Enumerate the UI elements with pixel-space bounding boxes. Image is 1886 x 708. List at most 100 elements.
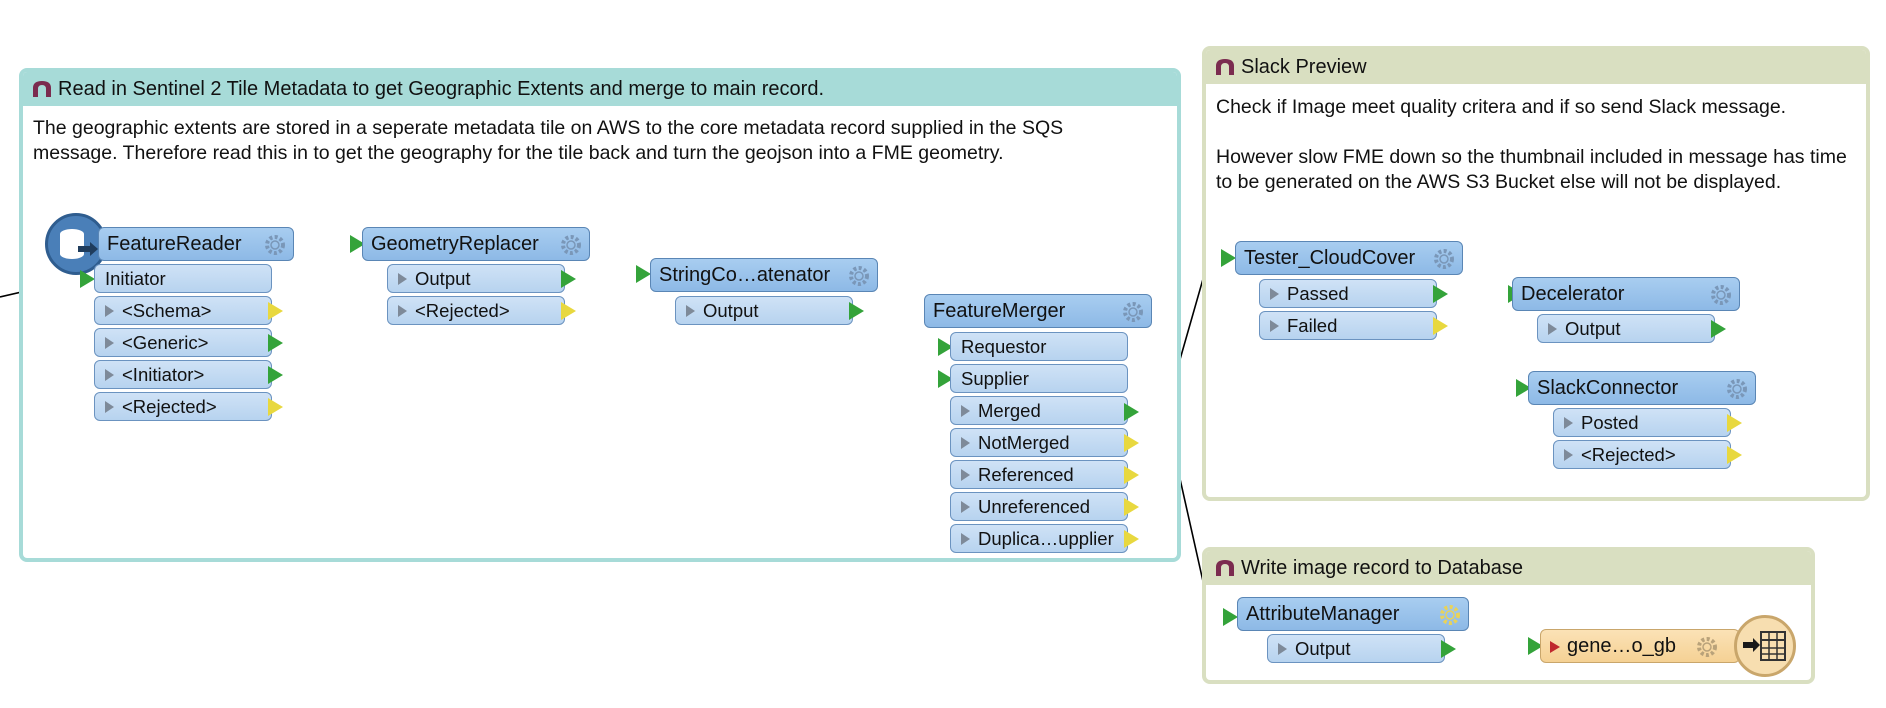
port-label: Output — [415, 267, 471, 289]
input-port[interactable] — [938, 370, 953, 388]
expand-triangle-icon[interactable] — [961, 500, 970, 513]
transformer-name: AttributeManager — [1246, 602, 1400, 625]
featurereader-transformer[interactable]: FeatureReader — [98, 227, 294, 261]
input-port-initiator[interactable]: Initiator — [94, 264, 272, 293]
gear-icon[interactable] — [1121, 300, 1145, 324]
expand-triangle-icon[interactable] — [961, 532, 970, 545]
output-port-output[interactable]: Output — [1267, 634, 1445, 663]
geometryreplacer-transformer[interactable]: GeometryReplacer — [362, 227, 590, 261]
input-port[interactable] — [1528, 637, 1543, 655]
input-port[interactable] — [1221, 249, 1236, 267]
output-port-marker[interactable] — [1124, 466, 1139, 484]
featuremerger-transformer[interactable]: FeatureMerger — [924, 294, 1152, 328]
gear-icon[interactable] — [1432, 247, 1456, 271]
output-port-marker[interactable] — [561, 270, 576, 288]
gear-icon[interactable] — [559, 233, 583, 257]
expand-triangle-icon[interactable] — [961, 468, 970, 481]
port-label: <Rejected> — [415, 299, 510, 321]
expand-triangle-icon[interactable] — [398, 304, 407, 317]
input-port[interactable] — [636, 265, 651, 283]
expand-triangle-icon[interactable] — [1278, 642, 1287, 655]
output-port-merged[interactable]: Merged — [950, 396, 1128, 425]
output-port-duplicate-supplier[interactable]: Duplica…upplier — [950, 524, 1128, 553]
output-port-marker[interactable] — [1433, 317, 1448, 335]
output-port-marker[interactable] — [1124, 434, 1139, 452]
output-port-rejected[interactable]: <Rejected> — [387, 296, 565, 325]
tester-cloudcover-transformer[interactable]: Tester_CloudCover — [1235, 241, 1463, 275]
stringconcatenator-transformer[interactable]: StringCo…atenator — [650, 258, 878, 292]
output-port-marker[interactable] — [1727, 414, 1742, 432]
output-port-marker[interactable] — [268, 366, 283, 384]
output-port-marker[interactable] — [1433, 285, 1448, 303]
output-port-passed[interactable]: Passed — [1259, 279, 1437, 308]
gear-icon[interactable] — [1695, 635, 1719, 659]
decelerator-transformer[interactable]: Decelerator — [1512, 277, 1740, 311]
input-port[interactable] — [350, 235, 365, 253]
expand-triangle-icon[interactable] — [686, 304, 695, 317]
input-port-requestor[interactable]: Requestor — [950, 332, 1128, 361]
input-port[interactable] — [80, 270, 95, 288]
expand-triangle-icon[interactable] — [1270, 319, 1279, 332]
output-port-generic[interactable]: <Generic> — [94, 328, 272, 357]
expand-triangle-icon[interactable] — [1549, 640, 1561, 654]
output-port-marker[interactable] — [1711, 320, 1726, 338]
transformer-name: Decelerator — [1521, 282, 1625, 305]
writer-table-icon[interactable] — [1734, 615, 1796, 677]
bookmark-header[interactable]: Read in Sentinel 2 Tile Metadata to get … — [23, 72, 1177, 106]
gear-icon[interactable] — [847, 264, 871, 288]
output-port-notmerged[interactable]: NotMerged — [950, 428, 1128, 457]
attributemanager-transformer[interactable]: AttributeManager — [1237, 597, 1469, 631]
expand-triangle-icon[interactable] — [1564, 416, 1573, 429]
output-port-output[interactable]: Output — [675, 296, 853, 325]
expand-triangle-icon[interactable] — [105, 336, 114, 349]
gear-icon[interactable] — [1725, 377, 1749, 401]
expand-triangle-icon[interactable] — [105, 368, 114, 381]
expand-triangle-icon[interactable] — [1270, 287, 1279, 300]
output-port-unreferenced[interactable]: Unreferenced — [950, 492, 1128, 521]
output-port-marker[interactable] — [268, 302, 283, 320]
output-port-output[interactable]: Output — [387, 264, 565, 293]
gear-icon[interactable] — [1438, 603, 1462, 627]
output-port-referenced[interactable]: Referenced — [950, 460, 1128, 489]
input-port[interactable] — [938, 338, 953, 356]
writer-feature-type[interactable]: gene…o_gb — [1540, 629, 1740, 663]
output-port-marker[interactable] — [1727, 446, 1742, 464]
expand-triangle-icon[interactable] — [105, 304, 114, 317]
output-port-marker[interactable] — [268, 334, 283, 352]
output-port-output[interactable]: Output — [1537, 314, 1715, 343]
output-port-posted[interactable]: Posted — [1553, 408, 1731, 437]
bookmark-header[interactable]: Write image record to Database — [1206, 551, 1811, 585]
output-port-failed[interactable]: Failed — [1259, 311, 1437, 340]
expand-triangle-icon[interactable] — [961, 436, 970, 449]
output-port-marker[interactable] — [1124, 530, 1139, 548]
bookmark-header[interactable]: Slack Preview — [1206, 50, 1866, 84]
output-port-rejected[interactable]: <Rejected> — [94, 392, 272, 421]
output-port-marker[interactable] — [1124, 403, 1139, 421]
slackconnector-transformer[interactable]: SlackConnector — [1528, 371, 1756, 405]
input-port[interactable] — [1223, 608, 1238, 626]
input-port-supplier[interactable]: Supplier — [950, 364, 1128, 393]
expand-triangle-icon[interactable] — [1564, 448, 1573, 461]
port-label: Passed — [1287, 282, 1349, 304]
output-port-marker[interactable] — [268, 398, 283, 416]
expand-triangle-icon[interactable] — [398, 272, 407, 285]
output-port-marker[interactable] — [849, 302, 864, 320]
output-port-rejected[interactable]: <Rejected> — [1553, 440, 1731, 469]
expand-triangle-icon[interactable] — [105, 400, 114, 413]
output-port-marker[interactable] — [1441, 640, 1456, 658]
output-port-schema[interactable]: <Schema> — [94, 296, 272, 325]
gear-icon[interactable] — [1709, 283, 1733, 307]
output-port-marker[interactable] — [561, 302, 576, 320]
expand-triangle-icon[interactable] — [961, 404, 970, 417]
gear-icon[interactable] — [263, 233, 287, 257]
reader-database-icon[interactable] — [45, 213, 107, 275]
transformer-name: Tester_CloudCover — [1244, 246, 1416, 269]
input-port[interactable] — [1516, 379, 1531, 397]
bookmark-description: Check if Image meet quality critera and … — [1216, 96, 1847, 193]
port-label: <Rejected> — [122, 395, 217, 417]
output-port-initiator[interactable]: <Initiator> — [94, 360, 272, 389]
port-label: <Generic> — [122, 331, 209, 353]
expand-triangle-icon[interactable] — [1548, 322, 1557, 335]
output-port-marker[interactable] — [1124, 498, 1139, 516]
